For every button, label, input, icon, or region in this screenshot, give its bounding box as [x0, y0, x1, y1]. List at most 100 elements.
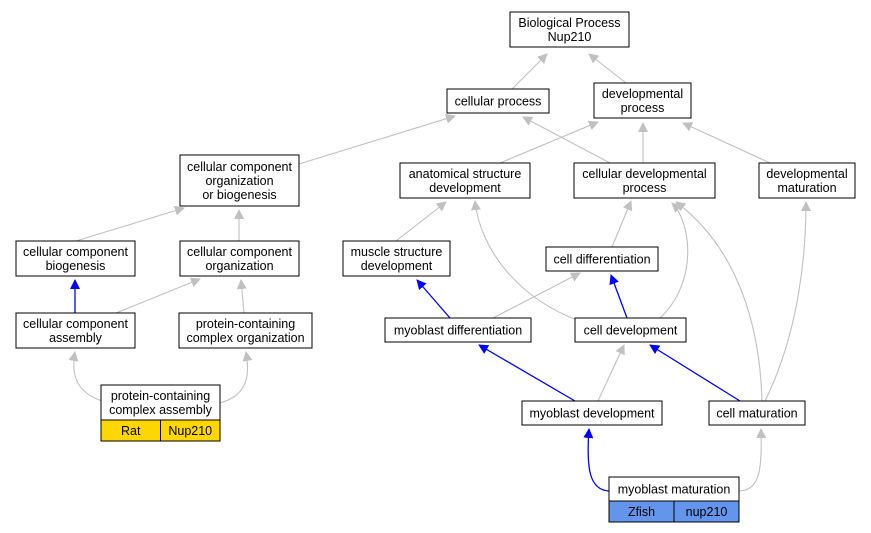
term-label-line: Biological Process	[518, 16, 620, 30]
species-label: Rat	[121, 424, 141, 438]
go-term-cp[interactable]: cellular process	[446, 88, 550, 114]
term-box	[15, 240, 136, 277]
edge-mdev-to-mdiff	[478, 344, 576, 402]
term-label-line: protein-containing	[196, 317, 295, 331]
term-label-line: anatomical structure	[409, 167, 522, 181]
gene-label: nup210	[686, 505, 728, 519]
edge-asd-to-dp	[499, 120, 599, 164]
edge-cca-to-cco	[115, 277, 201, 314]
term-box	[593, 82, 692, 119]
term-label-line: cellular component	[187, 160, 292, 174]
term-box	[384, 317, 532, 343]
gene-label: Nup210	[168, 424, 212, 438]
term-label-line: development	[429, 181, 501, 195]
term-label-line: organization	[205, 259, 273, 273]
term-label-line: cell differentiation	[553, 253, 650, 267]
term-box	[509, 11, 630, 48]
edge-mmat-to-mdev	[583, 428, 610, 492]
go-term-cmat[interactable]: cell maturation	[708, 400, 806, 426]
edge-mdiff-to-cdiff	[492, 272, 581, 319]
term-label-line: process	[623, 181, 667, 195]
edge-dp-to-bp	[588, 53, 627, 84]
term-box	[179, 240, 300, 277]
term-box	[521, 400, 663, 426]
go-term-mdiff[interactable]: myoblast differentiation	[384, 317, 532, 343]
term-box	[178, 312, 313, 349]
term-label-line: cellular component	[187, 245, 292, 259]
term-box	[758, 162, 856, 199]
term-label-line: cellular component	[23, 245, 128, 259]
term-label-line: developmental	[766, 167, 847, 181]
edge-mmat-to-cmat	[738, 428, 767, 492]
edge-mdev-to-cdev	[597, 344, 625, 402]
edge-cmat-to-cdev	[649, 344, 741, 402]
term-box	[708, 400, 806, 426]
edge-msd-to-asd	[395, 201, 447, 242]
term-label-line: muscle structure	[351, 245, 443, 259]
edge-cdev-to-asd	[470, 200, 581, 322]
edge-mdiff-to-msd	[416, 279, 451, 319]
term-box	[100, 384, 221, 421]
term-label-line: myoblast development	[529, 407, 655, 421]
edge-cdiff-to-cdp	[611, 200, 633, 248]
edges-layer	[68, 53, 811, 492]
edge-ccob-to-cp	[298, 113, 456, 165]
edge-cp-to-bp	[511, 53, 548, 90]
edge-cmat-to-cdp	[675, 201, 763, 402]
term-box	[342, 240, 451, 277]
term-label-line: cellular process	[455, 95, 542, 109]
term-label-line: development	[361, 259, 433, 273]
term-label-line: or biogenesis	[202, 188, 276, 202]
term-box	[15, 312, 136, 349]
go-term-cdiff[interactable]: cell differentiation	[545, 246, 659, 272]
term-label-line: complex assembly	[109, 403, 213, 417]
term-label-line: myoblast maturation	[618, 483, 731, 497]
edge-cdev-to-cdiff	[609, 274, 628, 319]
term-label-line: maturation	[777, 181, 836, 195]
term-label-line: cell development	[584, 324, 678, 338]
term-label-line: developmental	[602, 87, 683, 101]
term-box	[399, 162, 531, 199]
term-label-line: Nup210	[548, 30, 592, 44]
go-term-cdev[interactable]: cell development	[574, 317, 687, 343]
term-label-line: biogenesis	[46, 259, 106, 273]
term-label-line: process	[621, 101, 665, 115]
edge-cdev-to-cdp	[659, 202, 689, 319]
term-label-line: assembly	[49, 331, 103, 345]
edge-dm-to-dp	[682, 122, 771, 164]
annotation-cell	[673, 500, 740, 523]
term-label-line: cellular component	[23, 317, 128, 331]
term-box	[545, 246, 659, 272]
term-label-line: complex organization	[186, 331, 304, 345]
annotation-cell	[160, 419, 221, 442]
term-box	[574, 317, 687, 343]
go-term-mdev[interactable]: myoblast development	[521, 400, 663, 426]
term-label-line: protein-containing	[111, 389, 210, 403]
edge-pcca-to-pcco	[219, 351, 253, 404]
edge-pcco-to-cco	[236, 279, 247, 314]
edge-cdp-to-cp	[522, 116, 611, 164]
edge-cmat-to-dm	[764, 201, 811, 402]
species-label: Zfish	[628, 505, 655, 519]
term-box	[446, 88, 550, 114]
term-label-line: myoblast differentiation	[394, 324, 522, 338]
edge-ccb-to-ccob	[75, 205, 185, 242]
term-box	[573, 162, 716, 199]
term-box	[608, 476, 740, 502]
term-box	[179, 154, 300, 207]
